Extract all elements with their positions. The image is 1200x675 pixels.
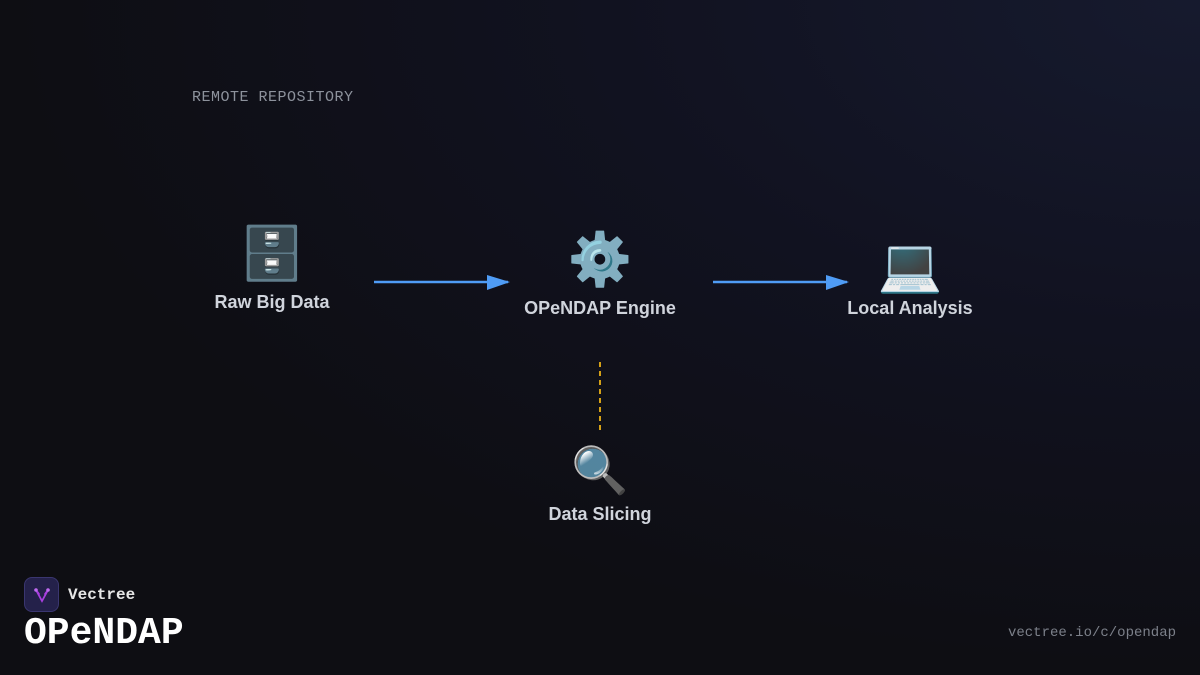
node-label: OPeNDAP Engine [524, 298, 676, 318]
vectree-logo-icon [24, 577, 59, 612]
file-cabinet-icon: 🗄️ [239, 225, 305, 283]
gear-icon: ⚙️ [567, 231, 633, 289]
node-label: Data Slicing [548, 504, 652, 524]
laptop-icon: 💻 [877, 237, 943, 295]
node-raw-big-data: 🗄️ Raw Big Data [214, 224, 329, 313]
node-label: Raw Big Data [214, 292, 330, 312]
magnifying-glass-icon: 🔍 [571, 444, 629, 496]
node-label: Local Analysis [847, 298, 973, 318]
arrowhead [487, 275, 510, 290]
node-local-analysis: 💻 Local Analysis [847, 236, 972, 319]
page-title: OPeNDAP [24, 612, 184, 655]
node-data-slicing: 🔍 Data Slicing [548, 440, 651, 525]
brand-name: Vectree [68, 585, 136, 604]
url-link[interactable]: vectree.io/c/opendap [1007, 625, 1176, 641]
node-opendap-engine: ⚙️ OPeNDAP Engine [524, 230, 676, 319]
brand: Vectree [24, 577, 135, 612]
arrowhead [826, 275, 849, 290]
section-label: REMOTE REPOSITORY [192, 89, 354, 106]
